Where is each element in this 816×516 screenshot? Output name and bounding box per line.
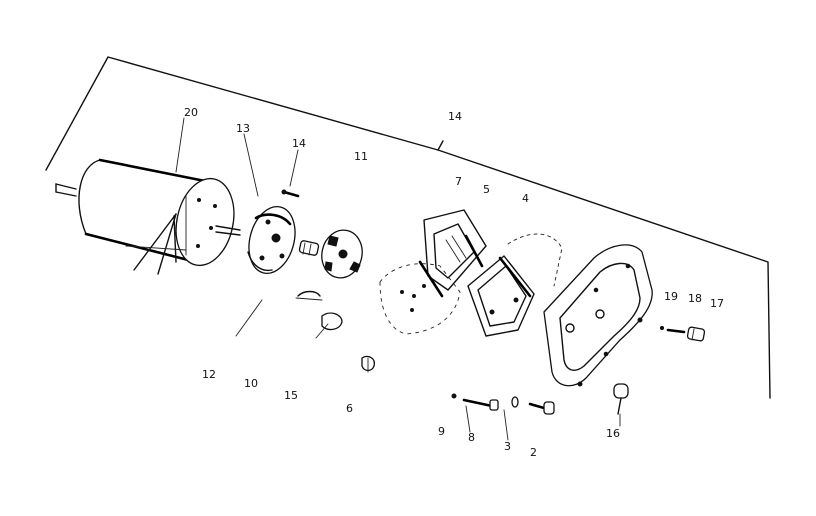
label-16: 16 [606, 427, 620, 440]
end-bell-part [247, 206, 296, 274]
label-10: 10 [244, 377, 258, 390]
label-15: 15 [284, 389, 298, 402]
motor-part [55, 158, 241, 275]
label-5: 5 [483, 183, 490, 196]
label-12: 12 [202, 368, 216, 381]
rotor-part [321, 229, 363, 279]
cover-part [543, 244, 653, 387]
label-2: 2 [530, 446, 537, 459]
screw-part [281, 189, 300, 198]
housing-outline [379, 263, 461, 335]
label-14-assembly: 14 [448, 110, 462, 123]
gasket-part [467, 233, 563, 337]
label-9: 9 [438, 425, 445, 438]
label-18: 18 [688, 292, 702, 305]
label-19: 19 [664, 290, 678, 303]
leader-lines [175, 117, 621, 441]
part-number-labels: 20 13 14 14 11 7 5 4 19 18 17 12 10 15 6… [184, 106, 724, 459]
label-4: 4 [522, 192, 529, 205]
label-11: 11 [354, 150, 368, 163]
label-13: 13 [236, 122, 250, 135]
right-small-parts [659, 325, 706, 342]
small-parts [295, 290, 375, 373]
label-17: 17 [710, 297, 724, 310]
coupling-part [298, 240, 320, 256]
assembly-bracket [45, 56, 771, 399]
label-20: 20 [184, 106, 198, 119]
fasteners [451, 383, 629, 415]
label-8: 8 [468, 431, 475, 444]
label-7: 7 [455, 175, 462, 188]
plate-part [418, 209, 487, 298]
label-3: 3 [504, 440, 511, 453]
label-6: 6 [346, 402, 353, 415]
label-14-screw: 14 [292, 137, 306, 150]
